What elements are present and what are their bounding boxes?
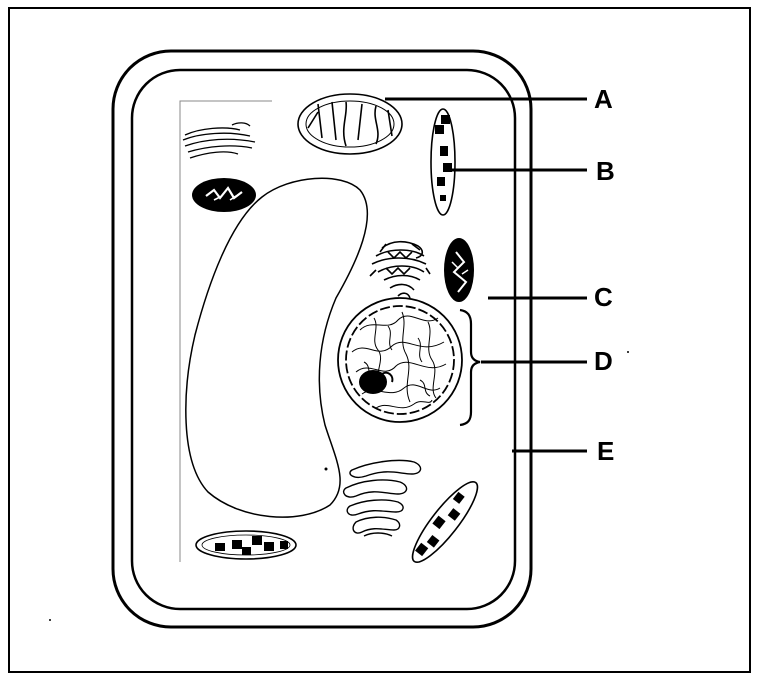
label-a: A: [594, 84, 613, 114]
chloroplast-horizontal: [196, 531, 296, 559]
dark-organelle-right: [444, 238, 474, 302]
stray-dot: [627, 351, 629, 353]
nucleus: [338, 298, 462, 422]
chloroplast-vertical: [431, 109, 455, 215]
label-d: D: [594, 346, 613, 376]
vacuole-speck: [325, 468, 328, 471]
label-b: B: [596, 156, 615, 186]
stray-dot: [49, 619, 51, 621]
dark-organelle-left: [192, 178, 256, 212]
label-c: C: [594, 282, 613, 312]
label-e: E: [597, 436, 614, 466]
